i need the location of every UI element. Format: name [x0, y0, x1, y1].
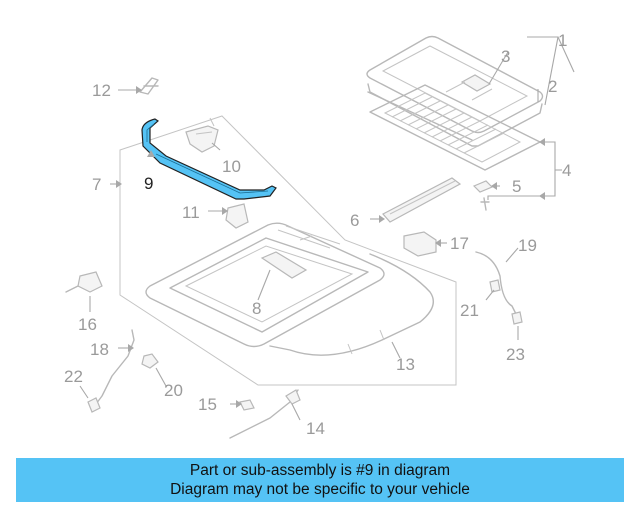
- grommet-part-20: [141, 353, 159, 369]
- callout-8[interactable]: 8: [252, 299, 261, 318]
- rod-part-18: [95, 329, 135, 405]
- callout-17[interactable]: 17: [450, 234, 469, 253]
- sunroof-frame-part-8: [145, 222, 385, 348]
- callout-7[interactable]: 7: [92, 175, 101, 194]
- assembly-outline: [119, 115, 457, 386]
- bracket-part-12: [139, 77, 159, 95]
- cable-part-14: [229, 389, 301, 439]
- callout-15[interactable]: 15: [198, 395, 217, 414]
- leader-lines: [79, 36, 575, 421]
- connector-part-22: [87, 397, 101, 413]
- motor-part-17: [403, 231, 437, 257]
- callout-11[interactable]: 11: [182, 203, 200, 222]
- callout-12[interactable]: 12: [92, 81, 111, 100]
- sensor-part-16: [65, 271, 103, 293]
- callout-18[interactable]: 18: [90, 340, 109, 359]
- callout-1[interactable]: 1: [558, 31, 567, 50]
- callout-3[interactable]: 3: [501, 47, 510, 66]
- drain-hose-part-13: [269, 253, 434, 356]
- callout-19[interactable]: 19: [518, 236, 537, 255]
- info-banner: Part or sub-assembly is #9 in diagram Di…: [16, 458, 624, 502]
- sunshade-part-4: [369, 84, 541, 171]
- fitting-part-10: [185, 117, 219, 153]
- parts-diagram: 1 2 3 4 5 6 7 8 9 10 11 12 13 14 15 16 1…: [64, 31, 575, 439]
- banner-line-part-number: Part or sub-assembly is #9 in diagram: [189, 462, 451, 479]
- callout-13[interactable]: 13: [396, 355, 415, 374]
- callout-23[interactable]: 23: [506, 345, 525, 364]
- callout-10[interactable]: 10: [222, 157, 241, 176]
- guide-rail-part-6: [382, 177, 462, 223]
- callout-16[interactable]: 16: [78, 315, 97, 334]
- bracket-part-11: [225, 203, 249, 229]
- callout-21[interactable]: 21: [460, 301, 479, 320]
- callout-20[interactable]: 20: [164, 381, 183, 400]
- callout-9[interactable]: 9: [144, 174, 153, 193]
- cable-part-19: [475, 251, 523, 325]
- callout-2[interactable]: 2: [548, 77, 557, 96]
- clip-part-5: [472, 180, 494, 211]
- banner-line-disclaimer: Diagram may not be specific to your vehi…: [170, 481, 470, 498]
- seal-part-9: [141, 118, 277, 200]
- callout-6[interactable]: 6: [350, 211, 359, 230]
- callout-14[interactable]: 14: [306, 419, 325, 438]
- callout-4[interactable]: 4: [562, 161, 571, 180]
- clip-part-15: [239, 399, 255, 411]
- arrowheads: [116, 86, 545, 408]
- callout-22[interactable]: 22: [64, 367, 83, 386]
- frame-part-2: [367, 83, 543, 147]
- callout-5[interactable]: 5: [512, 177, 521, 196]
